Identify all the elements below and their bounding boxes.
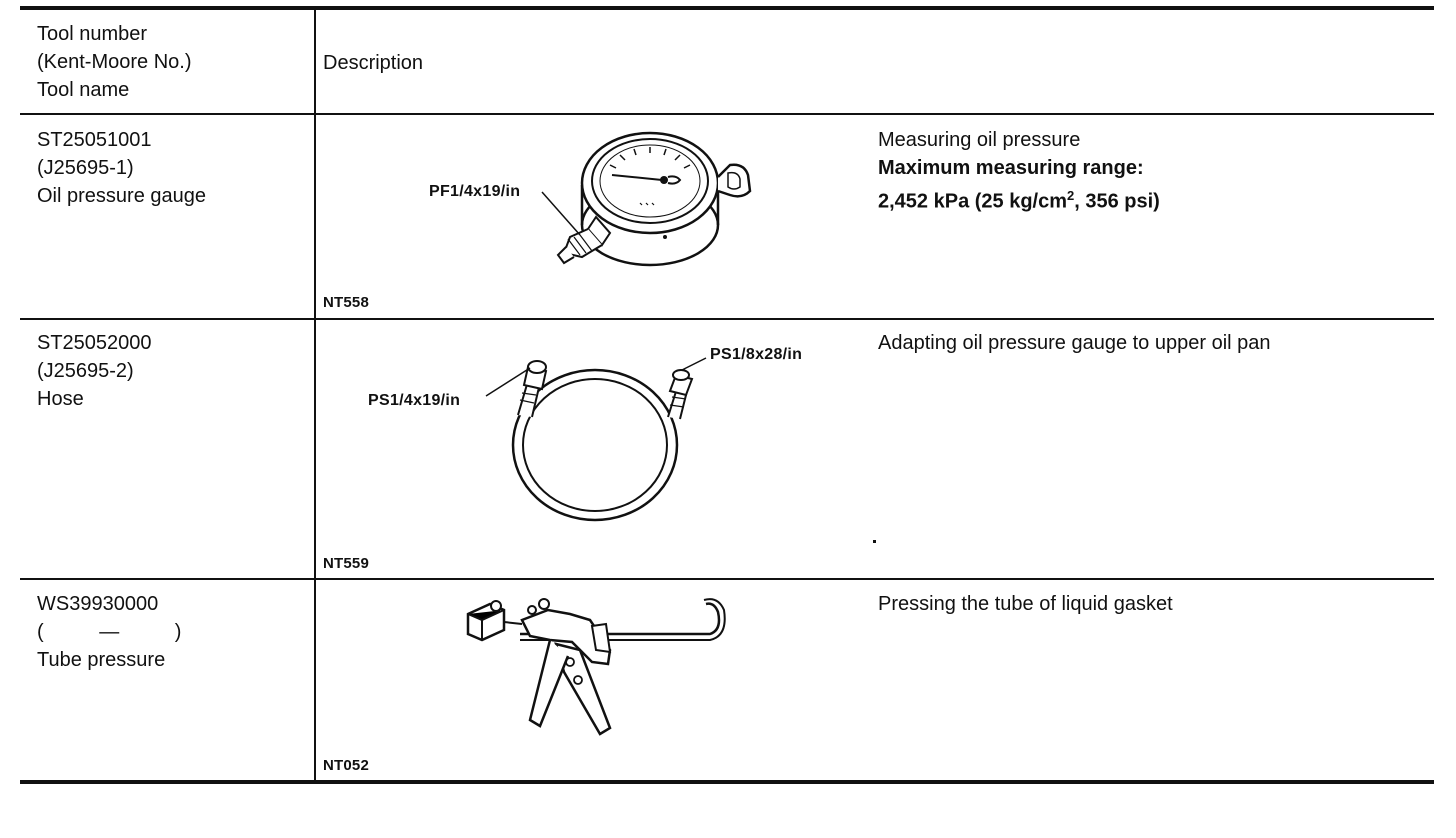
row2-callout-leaders bbox=[485, 357, 707, 397]
row1-figure-code: NT558 bbox=[323, 294, 370, 311]
row2-description-line: Adapting oil pressure gauge to upper oil… bbox=[878, 332, 1271, 354]
hose-illustration bbox=[511, 360, 694, 522]
row1-tool-name: Oil pressure gauge bbox=[37, 185, 206, 207]
header-bottom-rule bbox=[20, 113, 1434, 115]
header-line-kent-moore: (Kent-Moore No.) bbox=[37, 51, 192, 73]
row1-max-range-label: Maximum measuring range: bbox=[878, 157, 1144, 179]
row1-description: Measuring oil pressure Maximum measuring… bbox=[878, 126, 1160, 216]
row1-value-prefix: 2,452 kPa (25 kg/cm bbox=[878, 190, 1068, 213]
row2-tool-name: Hose bbox=[37, 388, 84, 410]
row2-kent-moore: (J25695-2) bbox=[37, 360, 134, 382]
row2-tool-info: ST25052000 (J25695-2) Hose bbox=[37, 329, 152, 413]
row1-kent-moore: (J25695-1) bbox=[37, 157, 134, 179]
row3-figure-code: NT052 bbox=[323, 757, 370, 774]
row2-bottom-rule bbox=[20, 578, 1434, 580]
row3-description-line: Pressing the tube of liquid gasket bbox=[878, 593, 1173, 615]
row1-callout-leader bbox=[541, 191, 581, 236]
row1-tool-info: ST25051001 (J25695-1) Oil pressure gauge bbox=[37, 126, 206, 210]
row2-figure-code: NT559 bbox=[323, 555, 370, 572]
row1-tool-number: ST25051001 bbox=[37, 129, 152, 151]
row1-value-sup: 2 bbox=[1067, 188, 1075, 203]
row3-tool-name: Tube pressure bbox=[37, 649, 166, 671]
row2-callout-left: PS1/4x19/in bbox=[368, 392, 461, 409]
row2-callout-right: PS1/8x28/in bbox=[710, 346, 803, 363]
table-top-rule bbox=[20, 6, 1434, 10]
oil-pressure-gauge-illustration bbox=[556, 131, 752, 267]
row2-tool-number: ST25052000 bbox=[37, 332, 152, 354]
row2-description: Adapting oil pressure gauge to upper oil… bbox=[878, 329, 1271, 357]
row3-description: Pressing the tube of liquid gasket bbox=[878, 590, 1173, 618]
tube-pressure-gun-illustration bbox=[466, 598, 726, 736]
row1-max-range-value: 2,452 kPa (25 kg/cm2, 356 psi) bbox=[878, 182, 1160, 216]
table-bottom-rule bbox=[20, 780, 1434, 784]
column-divider bbox=[314, 8, 316, 782]
row1-bottom-rule bbox=[20, 318, 1434, 320]
header-col2: Description bbox=[323, 52, 424, 74]
row3-kent-moore: ( — ) bbox=[37, 621, 182, 643]
row1-callout-pf: PF1/4x19/in bbox=[429, 183, 521, 200]
header-col1: Tool number (Kent-Moore No.) Tool name bbox=[37, 20, 192, 104]
row1-value-suffix: , 356 psi) bbox=[1074, 190, 1160, 213]
header-line-tool-number: Tool number bbox=[37, 23, 148, 45]
stray-dot bbox=[873, 540, 876, 543]
row3-tool-info: WS39930000 ( — ) Tube pressure bbox=[37, 590, 181, 674]
row3-tool-number: WS39930000 bbox=[37, 593, 159, 615]
header-line-tool-name: Tool name bbox=[37, 79, 130, 101]
row1-description-line: Measuring oil pressure bbox=[878, 129, 1081, 151]
